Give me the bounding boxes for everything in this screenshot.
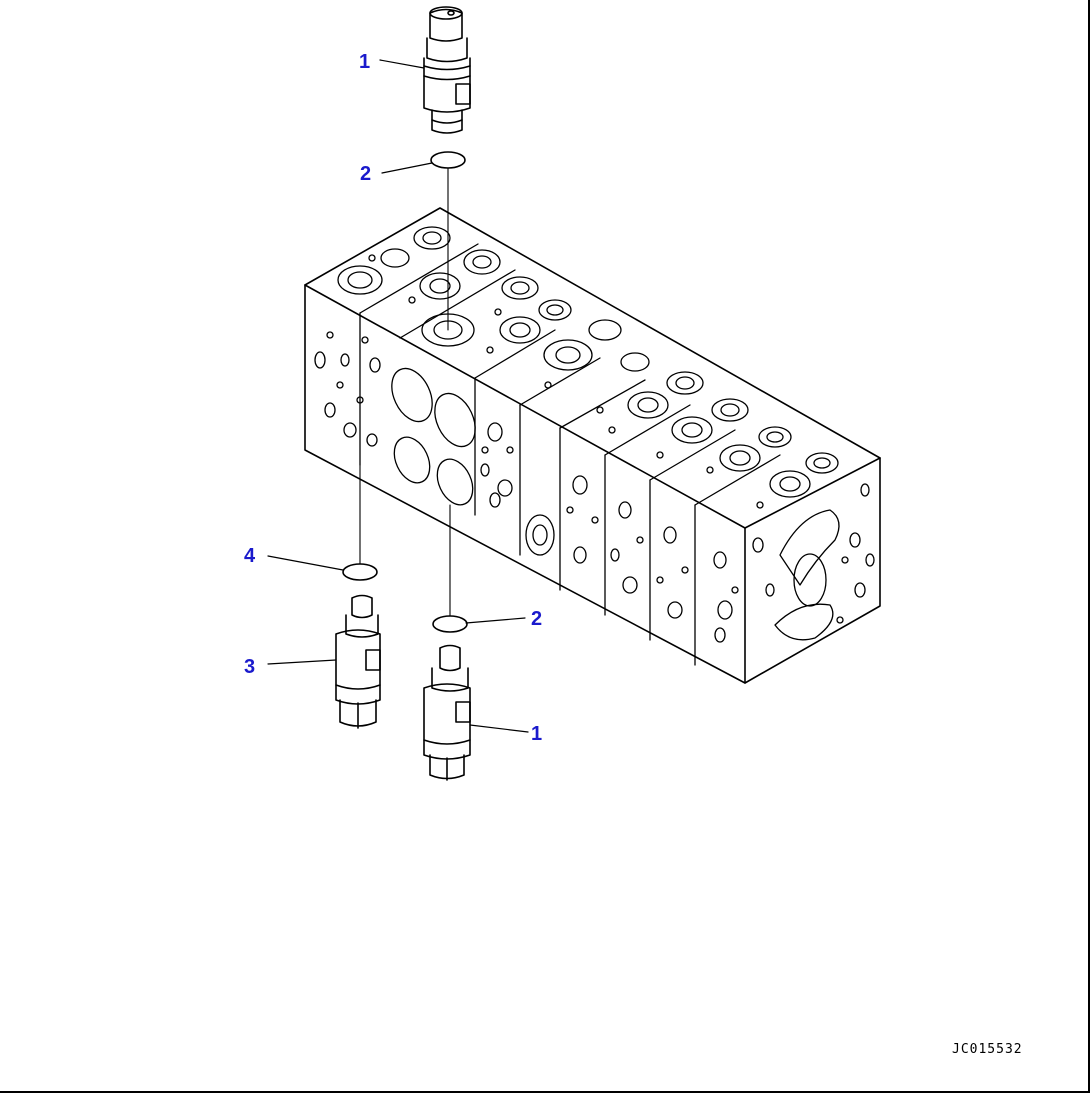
assembly-center-lines bbox=[359, 167, 451, 617]
callout-4: 4 bbox=[244, 545, 256, 567]
callout-2-bottom: 2 bbox=[531, 608, 543, 630]
drawing-id: JC015532 bbox=[952, 1042, 1023, 1057]
callout-3: 3 bbox=[244, 656, 256, 678]
relief-valve-top bbox=[423, 6, 471, 134]
valve-cartridge-3 bbox=[335, 594, 381, 729]
valve-block-top-front-edge bbox=[304, 284, 881, 529]
valve-end-face bbox=[752, 483, 875, 641]
relief-valve-bottom bbox=[423, 644, 471, 781]
callout-leader-lines bbox=[267, 59, 529, 733]
control-valve-block bbox=[304, 207, 881, 684]
callout-2-top: 2 bbox=[360, 163, 372, 185]
callout-1-bottom: 1 bbox=[531, 723, 543, 745]
valve-block-outline bbox=[304, 207, 881, 684]
callout-1-top: 1 bbox=[359, 51, 371, 73]
valve-top-ports bbox=[337, 226, 839, 509]
o-ring-top bbox=[430, 151, 466, 169]
valve-front-ports bbox=[314, 331, 739, 643]
valve-section-dividers bbox=[359, 243, 781, 666]
o-ring-bottom bbox=[432, 615, 468, 633]
o-ring-4 bbox=[342, 563, 378, 581]
